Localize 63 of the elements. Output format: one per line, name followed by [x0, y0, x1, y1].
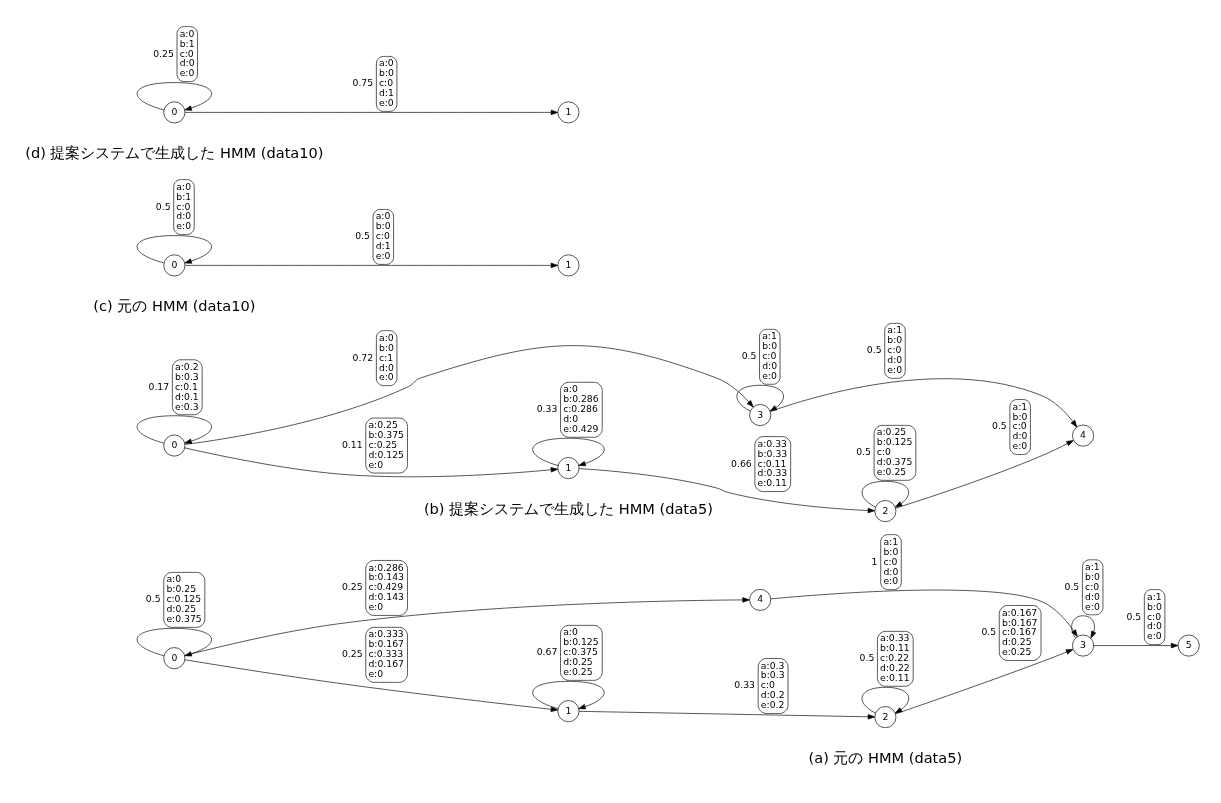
edge-label: 0.33 a:0 b:0.286 c:0.286 d:0 e:0.429 — [536, 383, 599, 435]
arrow — [1093, 642, 1179, 649]
arrow — [184, 447, 559, 478]
edge-label: 0.25 a:0 b:1 c:0 d:0 e:0 — [153, 27, 195, 79]
node-circle: 0 — [163, 647, 186, 670]
node-circle: 3 — [749, 404, 772, 426]
edge-label: 0.72 a:0 b:0 c:1 d:0 e:0 — [352, 331, 394, 383]
label: (a) 元の HMM (data5) — [808, 748, 963, 766]
edge-label: 0.5 a:0.25 b:0.125 c:0 d:0.375 e:0.25 — [856, 426, 913, 478]
edge-label: 0.5 a:1 b:0 c:0 d:0 e:0 — [992, 400, 1028, 452]
edge-label: 0.5 a:0 b:1 c:0 d:0 e:0 — [155, 180, 192, 232]
edge-label: 0.17 a:0.2 b:0.3 c:0.1 d:0.1 e:0.3 — [148, 360, 199, 412]
node-circle: 1 — [557, 254, 580, 277]
node-circle: 3 — [1072, 634, 1094, 657]
arrow — [532, 681, 605, 710]
node-circle: 1 — [557, 457, 580, 479]
edge-label: 0.5 a:0.33 b:0.11 c:0.22 d:0.22 e:0.11 — [859, 632, 910, 684]
edge-label: 1 a:1 b:0 c:0 d:0 e:0 — [871, 535, 899, 587]
node-circle: 1 — [557, 101, 580, 124]
node-circle: 2 — [874, 500, 897, 523]
node-circle: 0 — [163, 101, 186, 124]
node-circle: 4 — [749, 588, 772, 611]
arrow — [184, 262, 559, 269]
edge-label: 0.5 a:0.167 b:0.167 c:0.167 d:0.25 e:0.25 — [981, 606, 1038, 658]
arrow — [184, 345, 754, 445]
edge-label: 0.66 a:0.33 b:0.33 c:0.11 d:0.33 e:0.11 — [731, 437, 788, 489]
arrow — [895, 440, 1074, 509]
edge-label: 0.25 a:0.333 b:0.167 c:0.333 d:0.167 e:0 — [341, 628, 404, 680]
arrow — [578, 711, 876, 720]
arrow — [861, 481, 909, 508]
arrow — [137, 235, 212, 264]
edge-label: 0.25 a:0.286 b:0.143 c:0.429 d:0.143 e:0 — [341, 561, 404, 613]
edge-label: 0.33 a:0.3 b:0.3 c:0 d:0.2 e:0.2 — [734, 659, 785, 711]
edge-label: 0.67 a:0 b:0.125 c:0.375 d:0.25 e:0.25 — [536, 626, 599, 678]
node-circle: 2 — [874, 706, 897, 729]
label: (c) 元の HMM (data10) — [93, 296, 256, 314]
arrow — [861, 686, 909, 714]
arrow — [184, 659, 559, 712]
edge-label: 0.5 a:1 b:0 c:0 d:0 e:0 — [1126, 590, 1162, 642]
label: (d) 提案システムで生成した HMM (data10) — [25, 143, 324, 161]
edge-label: 0.5 a:0 b:0 c:0 d:1 e:0 — [355, 210, 391, 262]
edge-label: 0.11 a:0.25 b:0.375 c:0.25 d:0.125 e:0 — [341, 419, 404, 470]
edge-label: 0.75 a:0 b:0 c:0 d:1 e:0 — [352, 57, 394, 109]
label: (b) 提案システムで生成した HMM (data5) — [423, 499, 713, 517]
node-circle: 0 — [163, 254, 186, 277]
edge-label: 0.5 a:0 b:0.25 c:0.125 d:0.25 e:0.375 — [145, 573, 202, 625]
arrow — [137, 82, 212, 111]
arrow — [1071, 615, 1097, 639]
node-circle: 0 — [163, 434, 186, 457]
arrow — [532, 437, 605, 467]
arrow — [184, 109, 559, 116]
arrow — [770, 589, 1078, 637]
arrow — [770, 378, 1078, 428]
edge-label: 0.5 a:1 b:0 c:0 d:0 e:0 — [741, 330, 778, 382]
node-circle: 4 — [1072, 424, 1094, 447]
arrow — [578, 468, 875, 514]
node-circle: 5 — [1177, 634, 1200, 657]
edge-label: 0.5 a:1 b:0 c:0 d:0 e:0 — [1064, 560, 1100, 612]
arrow — [895, 649, 1074, 715]
arrow — [137, 415, 212, 444]
node-circle: 1 — [557, 700, 580, 723]
arrow — [736, 384, 784, 412]
edge-label: 0.5 a:1 b:0 c:0 d:0 e:0 — [866, 324, 903, 376]
